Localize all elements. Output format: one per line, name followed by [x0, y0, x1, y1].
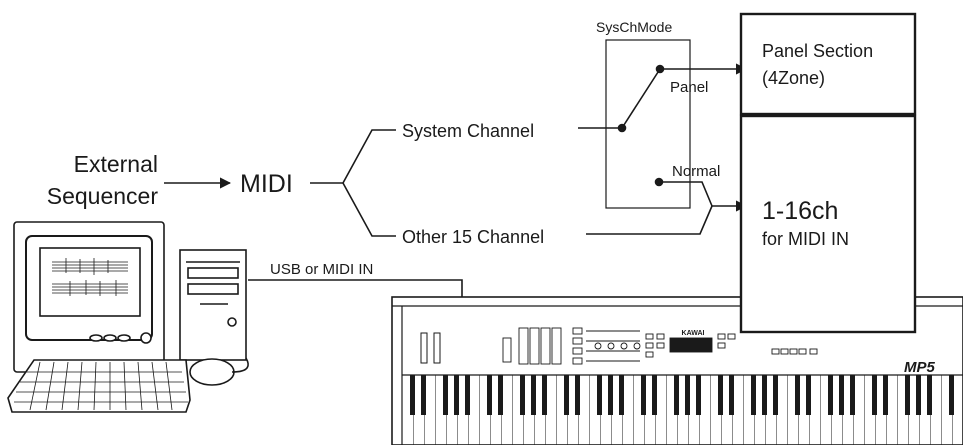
- piano-black-keys: [410, 375, 954, 415]
- piano-keys: [402, 375, 963, 445]
- control-panel: [502, 327, 818, 365]
- monitor-display: [39, 247, 141, 317]
- panel-section-label: Panel Section: [762, 41, 873, 61]
- computer-keyboard: [7, 359, 191, 413]
- other-15-channel-label: Other 15 Channel: [402, 227, 544, 247]
- music-notation-icon: [52, 258, 128, 296]
- monitor-button: [117, 334, 131, 342]
- connection-label: USB or MIDI IN: [270, 261, 373, 278]
- midi-label: MIDI: [240, 170, 293, 198]
- midi-split-brace: [310, 129, 396, 237]
- normal-switch-label: Normal: [672, 163, 720, 180]
- syschmode-switch: [578, 63, 748, 235]
- external-sequencer-label: Sequencer: [47, 183, 159, 209]
- keyboard-brand-label: KAWAI: [682, 330, 705, 337]
- monitor-power-knob: [140, 332, 152, 344]
- syschmode-label: SysChMode: [596, 19, 672, 35]
- channels-label: 1-16ch: [762, 197, 838, 225]
- pitch-wheel: [420, 332, 428, 364]
- panel-switch-label: Panel: [670, 79, 708, 96]
- monitor-button: [103, 334, 117, 342]
- computer-illustration: [7, 221, 249, 413]
- mp5-keyboard: KAWAI MP5: [391, 296, 963, 445]
- panel-section-label: (4Zone): [762, 68, 825, 88]
- tower-case: [179, 249, 247, 361]
- keyboard-model-label: MP5: [904, 359, 936, 376]
- system-channel-label: System Channel: [402, 121, 534, 141]
- mod-wheel: [433, 332, 441, 364]
- channel-box: [739, 114, 917, 334]
- panel-section-box: [739, 12, 917, 116]
- monitor-button: [89, 334, 103, 342]
- external-sequencer-label: External: [74, 151, 158, 177]
- syschmode-box: [605, 39, 691, 209]
- computer-keyboard-keys: [14, 361, 188, 411]
- computer-mouse: [189, 358, 235, 386]
- lcd-display: [669, 337, 713, 353]
- usb-midi-cable: [248, 279, 463, 297]
- channels-label: for MIDI IN: [762, 229, 849, 249]
